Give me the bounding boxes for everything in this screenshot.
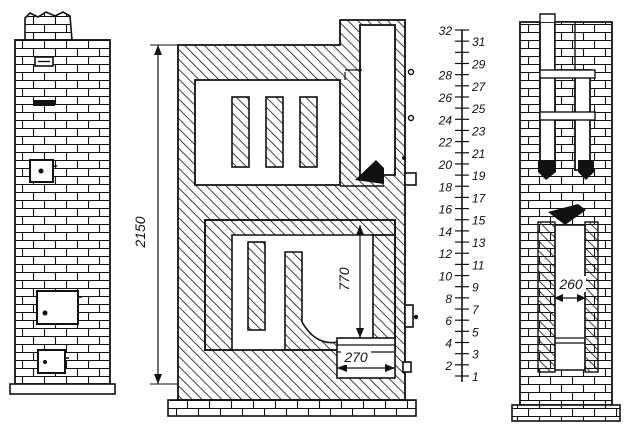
ash-door — [37, 349, 69, 374]
firebox-door — [36, 290, 82, 325]
label-2150: 2150 — [132, 216, 148, 248]
scale-number-left: 8 — [445, 292, 452, 306]
scale-number-left: 4 — [445, 337, 452, 351]
dimension-bottom-width: 270 — [337, 349, 395, 372]
scale-number-left: 32 — [439, 24, 453, 38]
scale-number-left: 18 — [439, 180, 453, 194]
scale-number-right: 23 — [471, 124, 486, 138]
side-firebox-lining-right — [584, 221, 599, 373]
scale-number-right: 31 — [472, 35, 485, 49]
scale-number-right: 19 — [472, 169, 486, 183]
side-base — [511, 404, 621, 422]
scale-number-left: 22 — [438, 136, 453, 150]
scale-number-right: 7 — [472, 303, 480, 317]
scale-number-right: 27 — [471, 80, 487, 94]
scale-number-right: 5 — [472, 325, 479, 339]
smoke-damper — [355, 160, 384, 184]
dimension-lower-height: 770 — [336, 225, 364, 338]
front-chimney — [24, 11, 73, 41]
scale-number-left: 6 — [445, 314, 452, 328]
scale-number-left: 12 — [439, 247, 453, 261]
scale-number-right: 11 — [472, 258, 484, 272]
scale-left-numbers: 32 28 26 24 22 20 18 16 14 12 10 8 6 4 2 — [438, 24, 453, 373]
side-chimney-cap — [539, 13, 556, 22]
scale-number-right: 15 — [472, 214, 486, 228]
front-base — [9, 383, 116, 395]
scale-number-left: 26 — [438, 91, 453, 105]
firebox-door-section — [404, 304, 414, 328]
upper-channel-wall-3 — [299, 96, 318, 168]
label-770: 770 — [336, 267, 352, 291]
side-slot-1 — [539, 69, 596, 79]
chimney-bolt-1 — [407, 68, 415, 76]
scale-ticks — [455, 29, 469, 377]
side-slot-2 — [539, 111, 596, 121]
damper-slot-middle — [33, 100, 55, 106]
front-elevation — [9, 11, 116, 395]
label-260: 260 — [558, 276, 583, 292]
scale-number-left: 28 — [438, 69, 453, 83]
firebox-back — [372, 234, 396, 351]
vertical-section: 2150 770 270 — [132, 19, 419, 417]
scale-number-left: 16 — [439, 203, 453, 217]
damper-slot-top — [34, 56, 54, 67]
section-masonry — [177, 19, 406, 401]
lower-channel-wall-1 — [247, 241, 266, 331]
dimension-total-height: 2150 — [132, 44, 178, 385]
side-firebox-lining-left — [537, 221, 556, 373]
side-channel-cut — [554, 21, 576, 71]
scale-number-right: 3 — [472, 348, 479, 362]
scale-number-left: 24 — [438, 113, 453, 127]
scale-number-right: 17 — [472, 191, 487, 205]
chimney-bolt-2 — [407, 114, 415, 122]
side-lintel — [548, 204, 586, 225]
ash-door-section — [402, 361, 412, 373]
scale-number-left: 14 — [439, 225, 453, 239]
upper-channel-wall-1 — [231, 96, 250, 168]
damper-handle-section — [404, 172, 417, 186]
scale-number-right: 25 — [471, 102, 486, 116]
lower-inner-wall — [204, 219, 396, 351]
side-damper-left — [538, 160, 556, 180]
upper-channel-wall-2 — [265, 96, 284, 168]
scale-number-left: 20 — [438, 158, 453, 172]
side-section: 260 — [511, 13, 621, 422]
scale-number-left: 10 — [439, 270, 453, 284]
front-wall — [14, 39, 111, 385]
scale-number-right: 13 — [472, 236, 486, 250]
small-door — [29, 159, 57, 183]
side-damper-right — [578, 160, 594, 180]
scale-number-right: 9 — [472, 281, 479, 295]
scale-number-right: 29 — [471, 57, 486, 71]
chimney-bolt-3 — [402, 156, 406, 160]
scale-number-right: 21 — [471, 147, 485, 161]
scale-number-left: 2 — [444, 359, 452, 373]
dimension-firebox-width: 260 — [554, 276, 586, 302]
lower-channel-wall-2 — [284, 251, 346, 351]
section-base — [167, 399, 417, 417]
scale-number-right: 1 — [472, 370, 479, 384]
label-270: 270 — [343, 349, 368, 365]
